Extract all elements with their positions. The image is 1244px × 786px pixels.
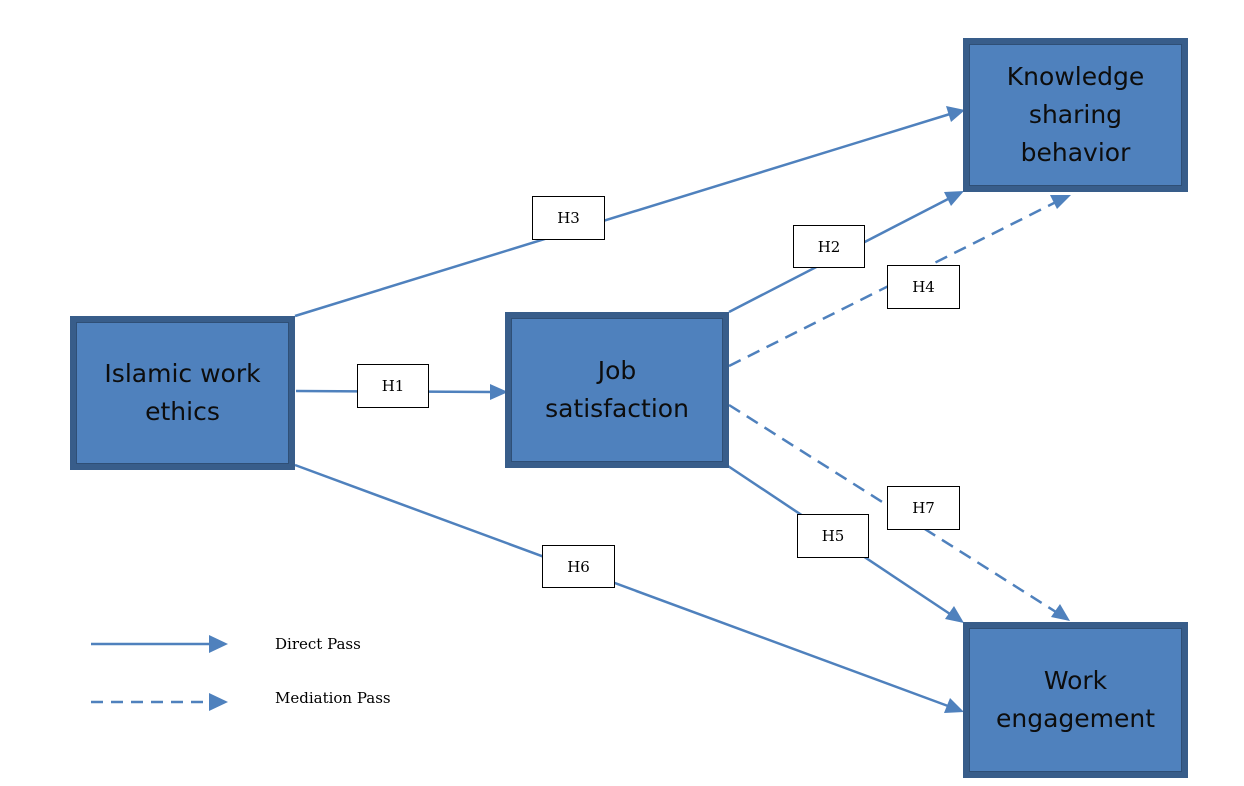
node-work-engagement: Work engagement (963, 622, 1188, 778)
arrow-h3 (294, 106, 965, 318)
node-job-satisfaction-label: Job satisfaction (545, 356, 689, 423)
hypothesis-label-h5: H5 (797, 514, 869, 558)
node-knowledge-sharing-behavior: Knowledge sharing behavior (963, 38, 1188, 192)
hypothesis-label-h6: H6 (542, 545, 615, 588)
hypothesis-label-h1: H1 (357, 364, 429, 408)
arrow-h4 (728, 195, 1071, 368)
legend-direct-label: Direct Pass (275, 635, 361, 653)
legend-mediation-label: Mediation Pass (275, 689, 391, 707)
legend-mediation-arrow (91, 693, 228, 711)
hypothesis-label-h3: H3 (532, 196, 605, 240)
hypothesis-label-h4: H4 (887, 265, 960, 309)
hypothesis-label-h7: H7 (887, 486, 960, 530)
arrow-h6 (294, 463, 964, 713)
legend-direct-arrow (91, 635, 228, 653)
hypothesis-label-h2: H2 (793, 225, 865, 268)
node-islamic-work-ethics: Islamic work ethics (70, 316, 295, 470)
node-job-satisfaction: Job satisfaction (505, 312, 729, 468)
node-knowledge-sharing-behavior-label: Knowledge sharing behavior (1006, 62, 1145, 167)
node-islamic-work-ethics-label: Islamic work ethics (104, 359, 261, 426)
node-work-engagement-label: Work engagement (995, 666, 1156, 733)
